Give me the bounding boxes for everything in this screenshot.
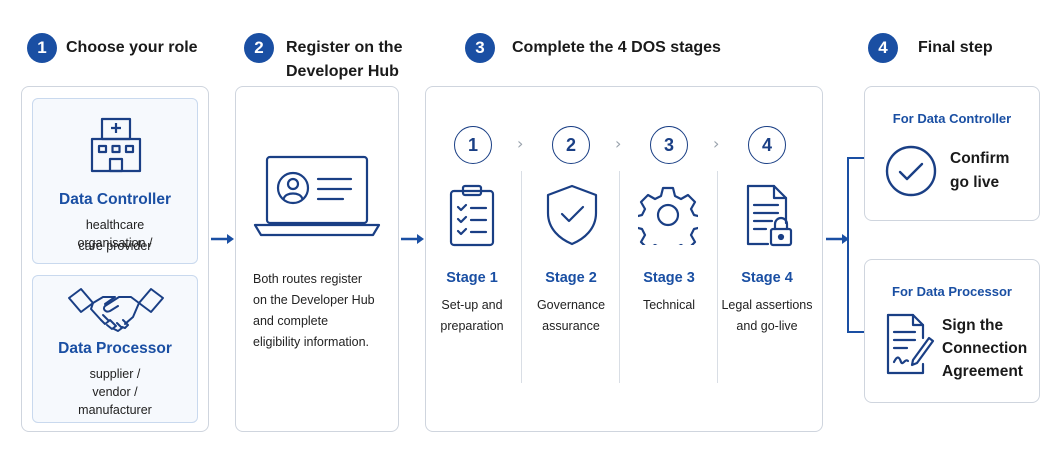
chevron-right-icon: › [713,134,720,153]
data-controller-line-1: healthcare [85,218,145,232]
arrow-right-icon [209,232,237,246]
document-lock-icon [744,183,794,249]
data-processor-line-3: manufacturer [78,403,152,417]
register-line-4: eligibility information. [253,335,370,349]
branch-connector [846,156,868,334]
step-3-number: 3 [465,33,495,63]
final-processor-heading: For Data Processor [892,284,1012,299]
stage-1-desc-line-1: Set-up and [441,298,503,312]
stage-1-desc-line-2: preparation [440,319,504,333]
data-processor-title: Data Processor [58,340,172,357]
stage-1-number: 1 [454,126,492,164]
chevron-right-icon: › [517,134,524,153]
stage-1-name: Stage 1 [446,270,498,286]
register-panel: Both routes register on the Developer Hu… [235,86,399,432]
data-processor-line-1: supplier / [89,367,141,381]
step-3-title: Complete the 4 DOS stages [512,39,721,56]
stage-2-desc-line-1: Governance [536,298,606,312]
data-controller-line-3: care provider [78,239,152,253]
data-processor-card: Data Processor supplier / vendor / manuf… [32,275,198,423]
final-controller-line-2: go live [950,174,1000,191]
step-1-title: Choose your role [66,39,198,56]
stage-divider [619,171,620,383]
step-1-number: 1 [27,33,57,63]
final-processor-line-1: Sign the [942,317,1004,334]
data-controller-line-2: organisation / [77,236,153,250]
register-line-1: Both routes register [253,272,363,286]
data-controller-card: Data Controller healthcare organisation … [32,98,198,264]
data-controller-title: Data Controller [59,191,171,208]
register-line-2: on the Developer Hub [253,293,375,307]
final-processor-card: For Data Processor Sign the Connection A… [864,259,1040,403]
signed-document-icon [885,312,935,376]
step-4-number: 4 [868,33,898,63]
register-line-3: and complete [253,314,329,328]
stage-2-number: 2 [552,126,590,164]
stage-4-name: Stage 4 [741,270,793,286]
arrow-right-icon [824,232,852,246]
stage-divider [717,171,718,383]
final-controller-card: For Data Controller Confirm go live [864,86,1040,221]
stage-2-desc-line-2: assurance [542,319,600,333]
handshake-icon [66,284,166,332]
stage-4-desc-line-1: Legal assertions [721,298,813,312]
stage-3-desc-line-1: Technical [642,298,696,312]
data-processor-line-2: vendor / [92,385,138,399]
hospital-icon [88,113,144,173]
stage-3-number: 3 [650,126,688,164]
final-processor-line-3: Agreement [942,363,1023,380]
stage-3-name: Stage 3 [643,270,695,286]
step-4-title: Final step [918,39,993,56]
stage-2-name: Stage 2 [545,270,597,286]
arrow-right-icon [399,232,427,246]
check-circle-icon [884,144,938,198]
final-processor-line-2: Connection [942,340,1028,357]
stage-4-number: 4 [748,126,786,164]
step-2-title-line1: Register on the [286,39,403,56]
stages-panel: 1 › 2 › 3 › 4 [425,86,823,432]
final-controller-heading: For Data Controller [892,111,1012,126]
step-2-title-line2: Developer Hub [286,63,399,80]
stage-divider [521,171,522,383]
stage-4-desc-line-2: and go-live [736,319,798,333]
clipboard-checklist-icon [448,183,496,247]
chevron-right-icon: › [615,134,622,153]
laptop-profile-icon [253,153,381,239]
role-panel: Data Controller healthcare organisation … [21,86,209,432]
gear-icon [638,185,698,245]
step-2-number: 2 [244,33,274,63]
final-controller-line-1: Confirm [950,150,1010,167]
shield-check-icon [544,183,600,247]
